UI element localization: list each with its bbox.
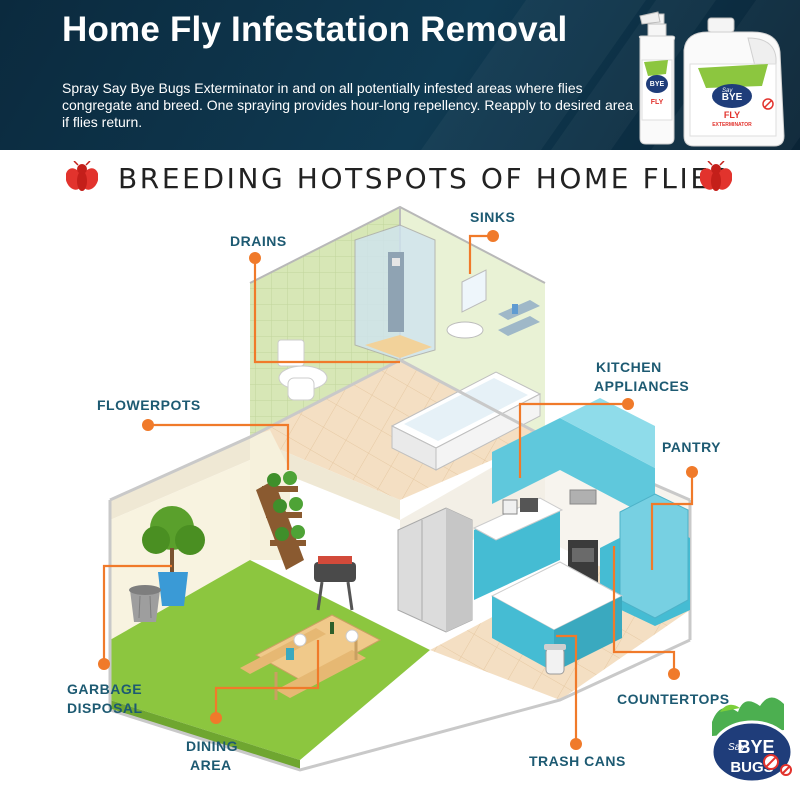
section-subtitle: BREEDING HOTSPOTS OF HOME FLIES [118,162,731,195]
label-pantry: PANTRY [662,439,721,455]
hotspot-dots [98,230,698,750]
label-garbage-line1: GARBAGE [67,681,143,697]
fly-icon [700,161,732,191]
label-garbage-line2: DISPOSAL [67,700,143,716]
product-bottles: BYE FLY Say BYE FLY EXTERMINATOR [638,11,785,147]
logo-top-text: Say [728,742,746,753]
label-garbage-disposal: GARBAGE DISPOSAL [67,680,143,718]
gallon-jug: Say BYE FLY EXTERMINATOR [683,17,785,147]
label-countertops: COUNTERTOPS [617,691,730,707]
kitchen-room [397,398,690,675]
label-drains: DRAINS [230,233,287,249]
label-flowerpots: FLOWERPOTS [97,397,201,413]
header-banner: Home Fly Infestation Removal Spray Say B… [0,0,800,150]
jug-product-text: FLY [724,110,740,120]
intro-text: Spray Say Bye Bugs Exterminator in and o… [62,80,633,130]
label-dining-line2: AREA [190,757,232,773]
spray-product-text: FLY [651,99,664,106]
logo-main-text: BYE [737,737,774,757]
spray-bottle: BYE FLY [638,11,676,145]
label-kitchen-appliances: KITCHEN APPLIANCES [594,358,689,396]
brand-logo: Say BYE BUGS [710,697,794,784]
spray-brand-text: BYE [650,81,665,88]
logo-bottom-text: BUGS [730,759,773,776]
fly-icon [66,161,98,191]
label-sinks: SINKS [470,209,516,225]
label-kitchen-line1: KITCHEN [596,359,662,375]
jug-brand-text: BYE [722,92,743,103]
hotspot-pointers [102,234,694,744]
jug-brand-top-text: Say [722,88,733,94]
page-title: Home Fly Infestation Removal [62,10,568,49]
label-dining-line1: DINING [186,738,238,754]
label-kitchen-line2: APPLIANCES [594,378,690,394]
house-illustration: Say BYE BUGS [98,205,794,784]
label-trash-cans: TRASH CANS [529,753,626,769]
label-dining-area: DINING AREA [186,737,238,775]
bathroom-room [249,205,546,500]
jug-product-sub-text: EXTERMINATOR [712,122,752,128]
